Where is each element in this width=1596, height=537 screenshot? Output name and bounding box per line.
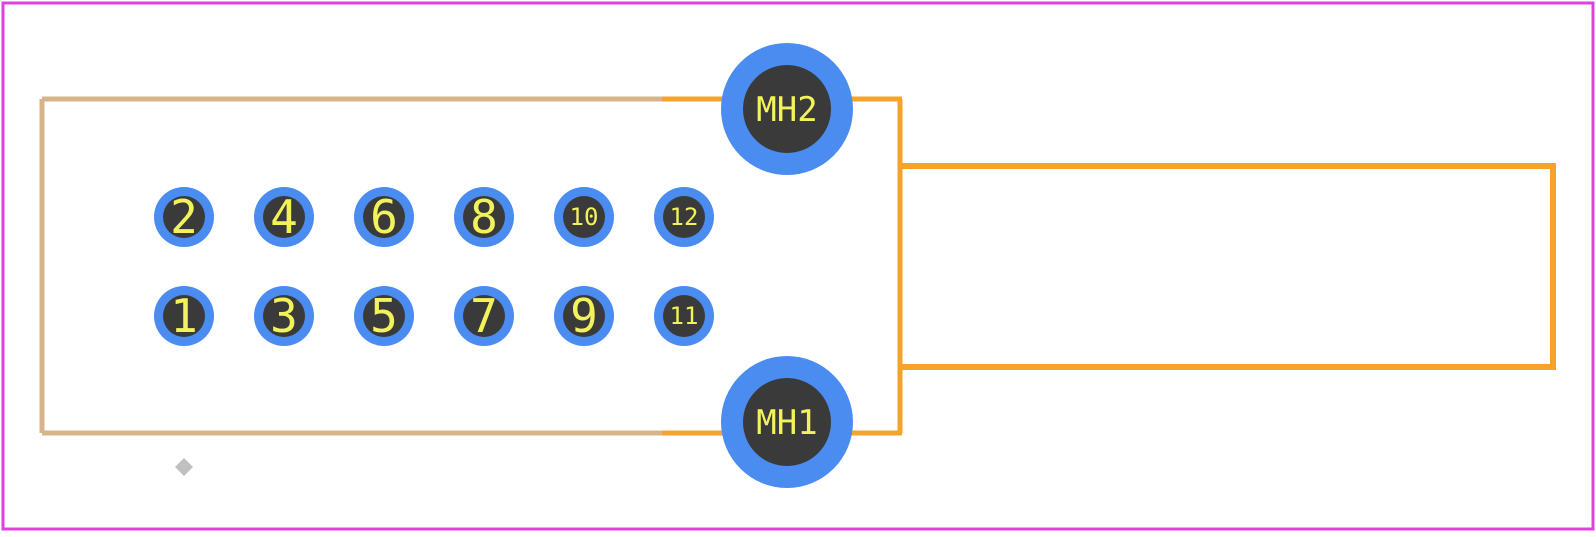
mounting-hole-drill — [743, 65, 831, 153]
pad-hole — [663, 295, 705, 337]
pad-hole — [163, 196, 205, 238]
pad-number: 1 — [170, 289, 198, 343]
pad-number: 12 — [670, 203, 699, 231]
pad[interactable]: 6 — [354, 187, 414, 247]
pad-hole — [463, 196, 505, 238]
pad[interactable]: 5 — [354, 286, 414, 346]
connector-body-outline — [39, 96, 903, 436]
pad[interactable]: 7 — [454, 286, 514, 346]
pad-hole — [163, 295, 205, 337]
pad[interactable]: 10 — [554, 187, 614, 247]
pad-number: 9 — [570, 289, 598, 343]
pad[interactable]: 9 — [554, 286, 614, 346]
mounting-hole-top[interactable]: MH2 — [721, 43, 853, 175]
connector-extension-outline — [900, 163, 1556, 370]
origin-marker-icon — [175, 458, 193, 476]
mounting-hole-drill — [743, 378, 831, 466]
pad-hole — [463, 295, 505, 337]
mounting-hole-label: MH1 — [756, 403, 817, 443]
pad-number: 7 — [470, 289, 498, 343]
pad-row-bottom: 1 3 5 7 9 — [154, 286, 714, 346]
pad-number: 3 — [270, 289, 298, 343]
mounting-hole-label: MH2 — [756, 90, 817, 130]
pad[interactable]: 4 — [254, 187, 314, 247]
pad-number: 5 — [370, 289, 398, 343]
pad-hole — [263, 196, 305, 238]
pad[interactable]: 8 — [454, 187, 514, 247]
pad-number: 6 — [370, 190, 398, 244]
pad[interactable]: 1 — [154, 286, 214, 346]
mounting-hole-bottom[interactable]: MH1 — [721, 356, 853, 488]
pad-number: 10 — [570, 203, 599, 231]
pad-number: 2 — [170, 190, 198, 244]
pad-number: 11 — [670, 302, 699, 330]
pad-number: 8 — [470, 190, 498, 244]
pad-number: 4 — [270, 190, 298, 244]
pad-row-top: 2 4 6 8 10 — [154, 187, 714, 247]
pad[interactable]: 12 — [654, 187, 714, 247]
pad-hole — [663, 196, 705, 238]
pad-hole — [363, 196, 405, 238]
pad-hole — [263, 295, 305, 337]
pad-hole — [563, 196, 605, 238]
pad[interactable]: 3 — [254, 286, 314, 346]
pad-hole — [363, 295, 405, 337]
pad[interactable]: 11 — [654, 286, 714, 346]
pad-hole — [563, 295, 605, 337]
pad[interactable]: 2 — [154, 187, 214, 247]
